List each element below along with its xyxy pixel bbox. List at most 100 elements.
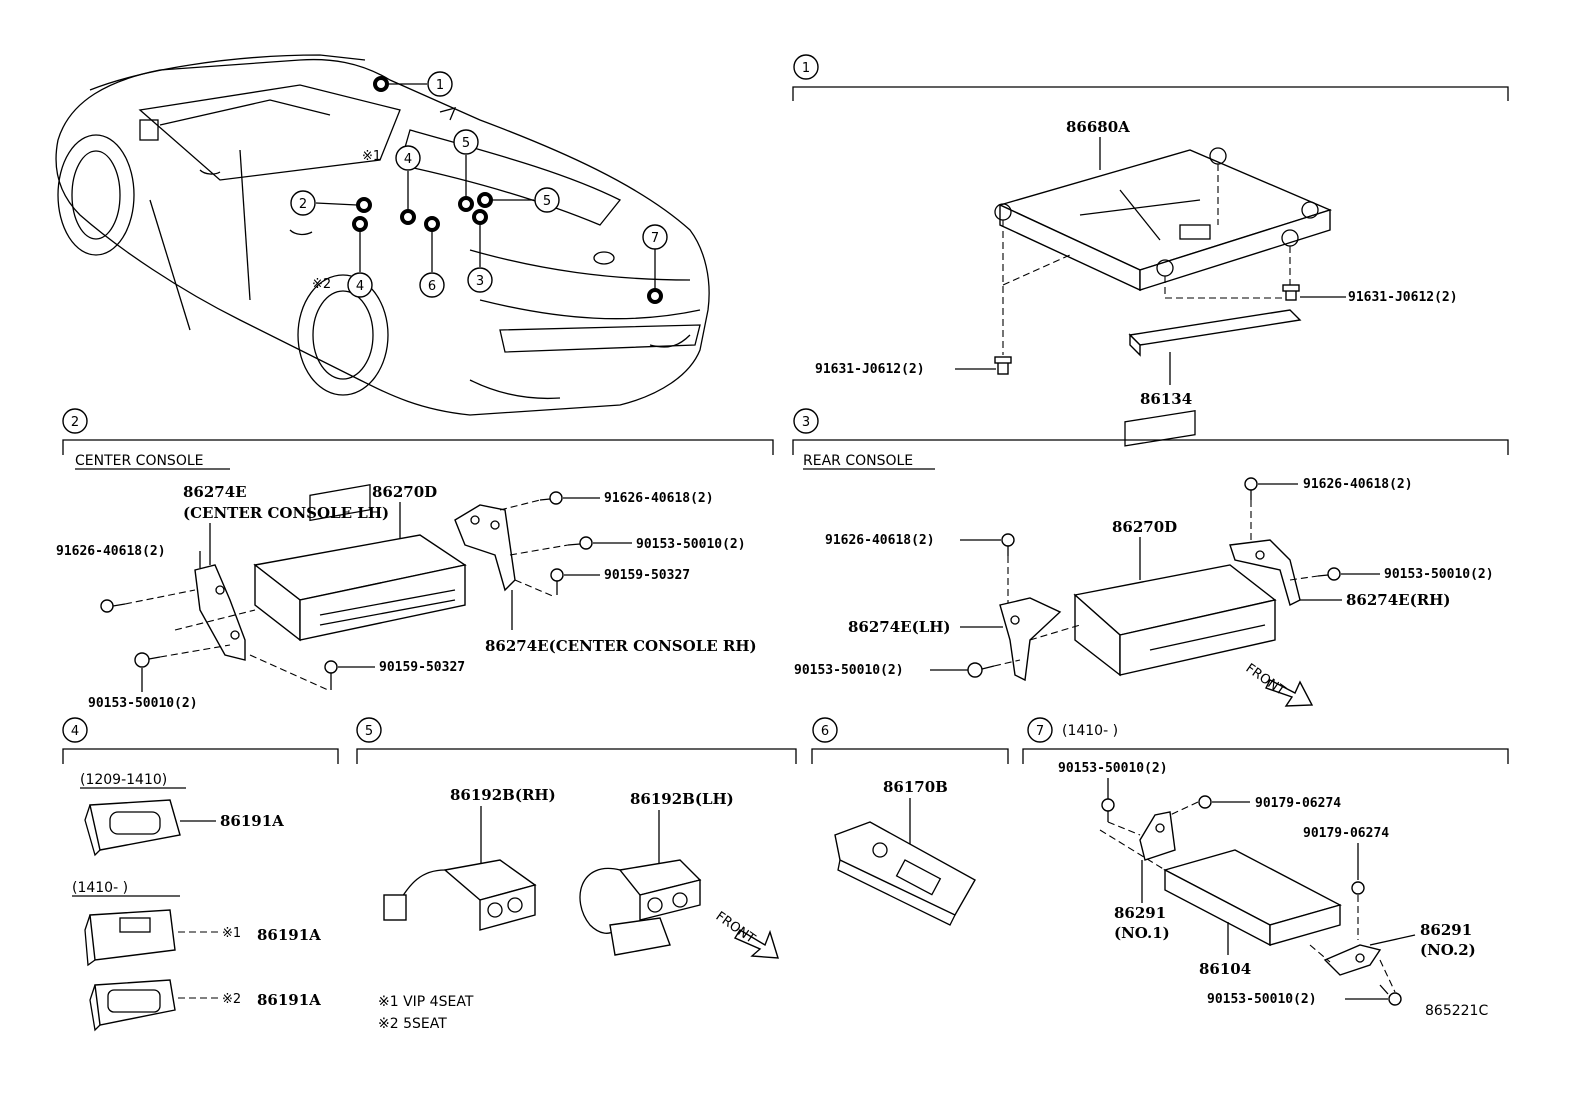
section-number: 7 xyxy=(1036,724,1044,739)
switch-86191A-5seat-shape xyxy=(89,979,176,1032)
part-90179-06274-top: 90179-06274 xyxy=(1255,796,1341,811)
note-mark-2-s4: ※2 xyxy=(222,992,241,1007)
bracket-lh-shape xyxy=(194,564,246,661)
section-number: 5 xyxy=(365,724,373,739)
part-91626-40618-top: 91626-40618(2) xyxy=(1303,477,1413,492)
section-number: 6 xyxy=(821,724,829,739)
date-range-1: (1209-1410) xyxy=(80,772,167,788)
part-86192B-lh: 86192B(LH) xyxy=(630,790,734,808)
car-marker-4b: 4 ※2 xyxy=(312,216,373,298)
car-marker-5a: 5 xyxy=(453,129,479,212)
note-5seat: ※2 5SEAT xyxy=(378,1016,447,1032)
car-marker-3: 3 xyxy=(467,209,493,293)
unit-86270D-rear-shape xyxy=(1073,409,1277,677)
part-86270D-center: 86270D xyxy=(372,483,437,501)
part-86291-no2: 86291 xyxy=(1420,921,1472,939)
part-86274E-lh-desc: (CENTER CONSOLE LH) xyxy=(183,504,389,522)
part-90153-50010-right: 90153-50010(2) xyxy=(636,537,746,552)
part-86274E-rh-rear: 86274E(RH) xyxy=(1346,591,1450,609)
marker-number: 4 xyxy=(404,152,412,167)
bolt-90159-50327-right xyxy=(550,568,564,595)
bracket-86291-no1-shape xyxy=(1139,811,1176,861)
section-4: 4 (1209-1410) 86191A (1410- ) ※1 86191A … xyxy=(62,717,339,1032)
part-86134: 86134 xyxy=(1140,390,1192,408)
bolt-90153-50010-bottom7 xyxy=(1379,984,1402,1006)
marker-number: 6 xyxy=(428,279,436,294)
cover-86134-shape xyxy=(1128,309,1302,357)
front-label-3: FRONT xyxy=(1243,661,1288,699)
part-91631-J0612-right: 91631-J0612(2) xyxy=(1348,290,1458,305)
bolt-91626-40618-top xyxy=(1244,477,1258,500)
section-7-date: (1410- ) xyxy=(1062,723,1118,739)
part-90153-50010-left3: 90153-50010(2) xyxy=(794,663,904,678)
front-label-5: FRONT xyxy=(713,909,758,947)
section-1: 1 86680A 91631-J0612(2) xyxy=(792,54,1509,408)
date-range-2: (1410- ) xyxy=(72,880,128,896)
bolt-90153-50010-right xyxy=(567,536,593,550)
bolt-91631-J0612-left xyxy=(955,356,1012,375)
switch-86191A-old-shape xyxy=(84,799,181,857)
bolt-90153-50010-right3 xyxy=(1317,567,1341,581)
bolt-91631-J0612-right xyxy=(1282,284,1346,301)
part-86270D-rear: 86270D xyxy=(1112,518,1177,536)
note-mark-2: ※2 xyxy=(312,277,331,292)
section-number: 4 xyxy=(71,724,79,739)
section-number: 2 xyxy=(71,415,79,430)
bolt-90159-50327-bottom xyxy=(324,660,338,690)
section-title-rear-console: REAR CONSOLE xyxy=(803,453,913,469)
note-vip-4seat: ※1 VIP 4SEAT xyxy=(378,994,474,1010)
marker-number: 1 xyxy=(436,78,444,93)
bolt-90179-06274-top xyxy=(1198,795,1212,809)
switch-86191A-vip-shape xyxy=(84,909,176,967)
note-mark-1-s4: ※1 xyxy=(222,926,241,941)
part-86680A: 86680A xyxy=(1066,118,1130,136)
part-90153-50010-top7: 90153-50010(2) xyxy=(1058,761,1168,776)
marker-number: 7 xyxy=(651,231,659,246)
car-marker-1: 1 xyxy=(373,71,453,97)
module-86104-shape xyxy=(1163,849,1342,947)
part-91626-40618-left3: 91626-40618(2) xyxy=(825,533,935,548)
section-3: 3 REAR CONSOLE 91626-40618(2) 86270D 916… xyxy=(792,408,1509,707)
remote-86170B-shape xyxy=(834,821,976,926)
part-86191A-1: 86191A xyxy=(220,812,284,830)
section-2: 2 CENTER CONSOLE 86274E (CENTER CONSOLE … xyxy=(56,408,774,711)
switch-86192B-rh-shape xyxy=(383,859,537,931)
front-arrow-5: FRONT xyxy=(713,909,779,959)
section-number: 3 xyxy=(802,415,810,430)
part-90153-50010-left: 90153-50010(2) xyxy=(88,696,198,711)
switch-86192B-lh-shape xyxy=(579,859,702,956)
bracket-rear-rh-shape xyxy=(1229,539,1301,607)
part-86170B: 86170B xyxy=(883,778,948,796)
part-86274E-lh: 86274E xyxy=(183,483,247,501)
part-91626-40618-left: 91626-40618(2) xyxy=(56,544,166,559)
part-90153-50010-right3: 90153-50010(2) xyxy=(1384,567,1494,582)
part-90159-50327-bottom: 90159-50327 xyxy=(379,660,465,675)
part-86191A-3: 86191A xyxy=(257,991,321,1009)
note-mark-1: ※1 xyxy=(362,149,381,164)
part-86191A-2: 86191A xyxy=(257,926,321,944)
car-overview: 1 2 3 4 ※1 4 ※2 xyxy=(55,54,710,416)
part-86274E-lh-rear: 86274E(LH) xyxy=(848,618,951,636)
part-86274E-rh: 86274E(CENTER CONSOLE RH) xyxy=(485,637,757,655)
section-title-center-console: CENTER CONSOLE xyxy=(75,453,204,469)
marker-number: 5 xyxy=(462,136,470,151)
part-86192B-rh: 86192B(RH) xyxy=(450,786,556,804)
marker-number: 4 xyxy=(356,279,364,294)
part-86291-no1-desc: (NO.1) xyxy=(1114,924,1170,942)
car-marker-5b: 5 xyxy=(477,187,560,213)
section-7: 7 (1410- ) 90153-50010(2) 90179-06274 90… xyxy=(1022,717,1509,1007)
part-90179-06274-right: 90179-06274 xyxy=(1303,826,1389,841)
front-arrow-3: FRONT xyxy=(1243,661,1314,707)
part-86291-no1: 86291 xyxy=(1114,904,1166,922)
section-6: 6 86170B xyxy=(811,717,1009,926)
unit-86270D-center-shape xyxy=(253,483,467,642)
part-90153-50010-bottom7: 90153-50010(2) xyxy=(1207,992,1317,1007)
part-86104: 86104 xyxy=(1199,960,1251,978)
diagram-id: 865221C xyxy=(1425,1003,1488,1019)
part-90159-50327-right: 90159-50327 xyxy=(604,568,690,583)
bolt-90153-50010-left3 xyxy=(967,662,995,678)
section-number: 1 xyxy=(802,61,810,76)
marker-number: 5 xyxy=(543,194,551,209)
part-91631-J0612-left: 91631-J0612(2) xyxy=(815,362,925,377)
